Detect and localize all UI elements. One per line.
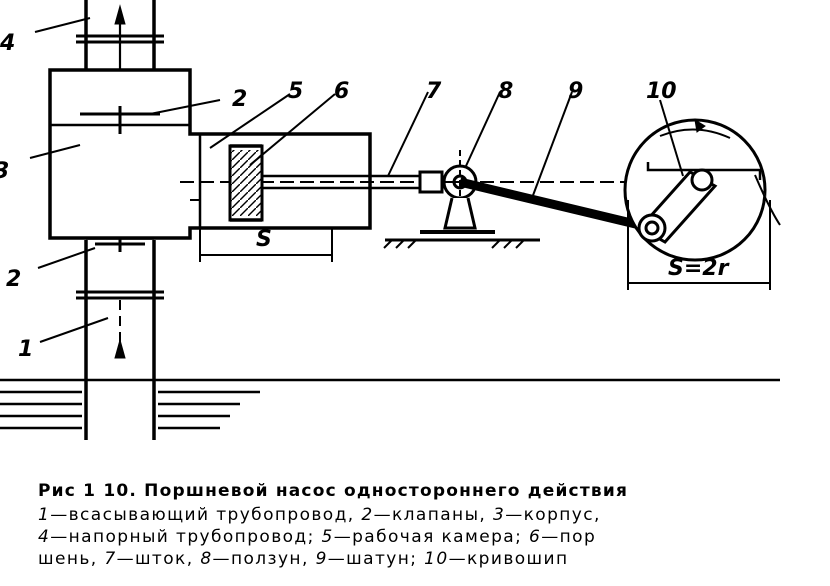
piston [228, 144, 264, 222]
label-2-upper: 2 [232, 87, 247, 112]
caption-line-1: 1—всасывающий трубопровод, 2—клапаны, 3—… [38, 504, 798, 526]
caption-text: —всасывающий трубопровод, [50, 505, 362, 525]
label-10: 10 [646, 79, 677, 104]
label-1: 1 [18, 337, 33, 362]
figure-caption: Рис 1 10. Поршневой насос одностороннего… [38, 478, 798, 570]
caption-text: —шатун; [327, 549, 425, 569]
pump-body [48, 68, 372, 240]
label-6: 6 [334, 79, 349, 104]
caption-text: —рабочая камера; [333, 527, 530, 547]
connecting-rod [458, 177, 654, 233]
caption-number: 4 [38, 527, 51, 547]
caption-text: —шток, [116, 549, 201, 569]
leader-lines [29, 17, 684, 343]
suction-pipe [76, 240, 164, 440]
discharge-pipe [76, 0, 164, 70]
caption-text: —корпус, [505, 505, 601, 525]
caption-number: 10 [424, 549, 449, 569]
caption-number: 6 [529, 527, 542, 547]
piston-rod [262, 174, 440, 190]
caption-number: 5 [321, 527, 334, 547]
label-stroke-eq: S=2r [668, 256, 730, 281]
crank [623, 118, 781, 262]
label-8: 8 [498, 79, 513, 104]
caption-number: 7 [104, 549, 117, 569]
caption-number: 8 [200, 549, 213, 569]
stroke-dimension [199, 228, 333, 262]
caption-text: —напорный трубопровод; [50, 527, 322, 547]
label-2-lower: 2 [6, 267, 21, 292]
caption-number: 1 [38, 505, 51, 525]
upper-valve [80, 4, 160, 134]
caption-number: 2 [361, 505, 374, 525]
label-3: 3 [0, 159, 9, 184]
crank-stroke-dimension [627, 200, 771, 290]
caption-text: —ползун, [212, 549, 316, 569]
caption-title: Рис 1 10. Поршневой насос одностороннего… [38, 481, 629, 501]
label-4: 4 [0, 31, 15, 56]
caption-number: 3 [493, 505, 506, 525]
caption-text: шень, [38, 549, 105, 569]
caption-line-3: шень, 7—шток, 8—ползун, 9—шатун; 10—крив… [38, 548, 798, 570]
piston-pump-diagram: 4 3 2 2 1 5 6 7 8 9 10 S S=2r [0, 0, 781, 440]
caption-line-2: 4—напорный трубопровод; 5—рабочая камера… [38, 526, 798, 548]
label-7: 7 [426, 79, 442, 104]
caption-text: —кривошип [448, 549, 569, 569]
caption-number: 9 [315, 549, 328, 569]
label-5: 5 [288, 79, 303, 104]
label-stroke: S [256, 227, 272, 252]
caption-text: —пор [541, 527, 597, 547]
label-9: 9 [568, 79, 583, 104]
water-surface [0, 378, 780, 430]
caption-text: —клапаны, [373, 505, 494, 525]
